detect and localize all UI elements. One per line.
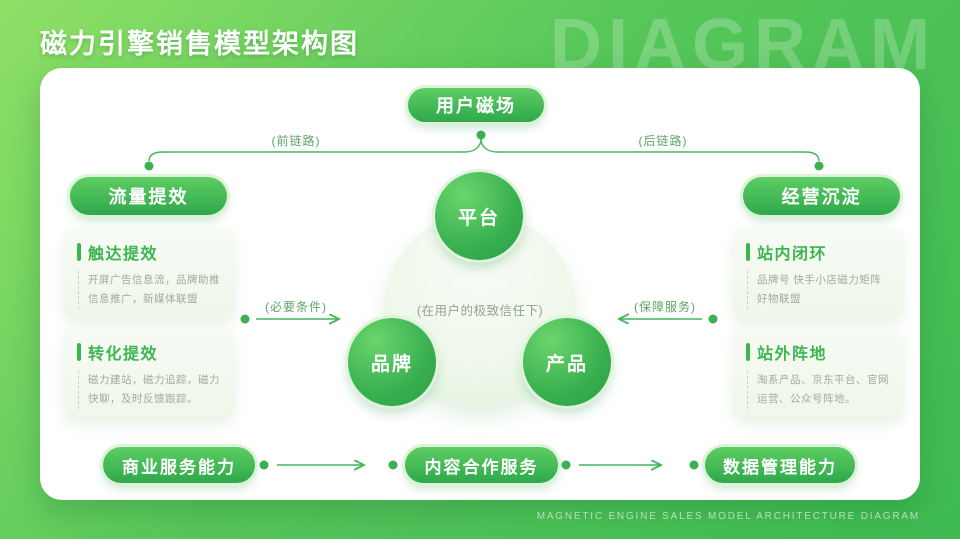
- circle-brand: 品牌: [348, 318, 436, 406]
- info-box-body: 磁力建站，磁力追踪，磁力快聊，及时反馈跟踪。: [78, 371, 221, 409]
- info-box-header: 转化提效: [77, 340, 221, 364]
- node-traffic-efficiency: 流量提效: [70, 177, 227, 215]
- node-content-cooperation-service: 内容合作服务: [405, 447, 558, 483]
- info-box-onsite-loop: 站内闭环 品牌号 快手小店磁力矩阵 好物联盟: [733, 228, 903, 318]
- guarantee-service-label: (保障服务): [634, 300, 696, 314]
- accent-bar: [746, 243, 750, 261]
- circle-platform: 平台: [435, 172, 523, 260]
- info-box-body: 品牌号 快手小店磁力矩阵 好物联盟: [747, 271, 890, 309]
- node-user-magnetic-field: 用户磁场: [408, 88, 544, 122]
- info-box-conversion-efficiency: 转化提效 磁力建站，磁力追踪，磁力快聊，及时反馈跟踪。: [64, 328, 234, 418]
- info-box-reach-efficiency: 触达提效 开屏广告信息流，品牌助推信息推广，新媒体联盟: [64, 228, 234, 318]
- node-data-management-capability: 数据管理能力: [705, 447, 855, 483]
- info-box-body: 淘系产品、京东平台、官网运营、公众号阵地。: [747, 371, 890, 409]
- info-box-title: 转化提效: [88, 346, 159, 363]
- footer-caption: MAGNETIC ENGINE SALES MODEL ARCHITECTURE…: [536, 511, 920, 522]
- accent-bar: [77, 343, 81, 361]
- accent-bar: [77, 243, 81, 261]
- accent-bar: [746, 343, 750, 361]
- info-box-header: 站外阵地: [746, 340, 890, 364]
- node-operation-deposit: 经营沉淀: [743, 177, 900, 215]
- info-box-body: 开屏广告信息流，品牌助推信息推广，新媒体联盟: [78, 271, 221, 309]
- info-box-header: 站内闭环: [746, 240, 890, 264]
- info-box-offsite-position: 站外阵地 淘系产品、京东平台、官网运营、公众号阵地。: [733, 328, 903, 418]
- info-box-header: 触达提效: [77, 240, 221, 264]
- info-box-title: 触达提效: [88, 246, 159, 263]
- necessary-condition-label: (必要条件): [265, 300, 327, 314]
- info-box-title: 站内闭环: [757, 246, 828, 263]
- page-title: 磁力引擎销售模型架构图: [40, 29, 359, 59]
- circle-product: 产品: [523, 318, 611, 406]
- core-caption: (在用户的极致信任下): [416, 304, 544, 318]
- back-link-label: (后链路): [638, 134, 688, 148]
- info-box-title: 站外阵地: [757, 346, 828, 363]
- node-business-service-capability: 商业服务能力: [103, 447, 255, 483]
- front-link-label: (前链路): [271, 134, 321, 148]
